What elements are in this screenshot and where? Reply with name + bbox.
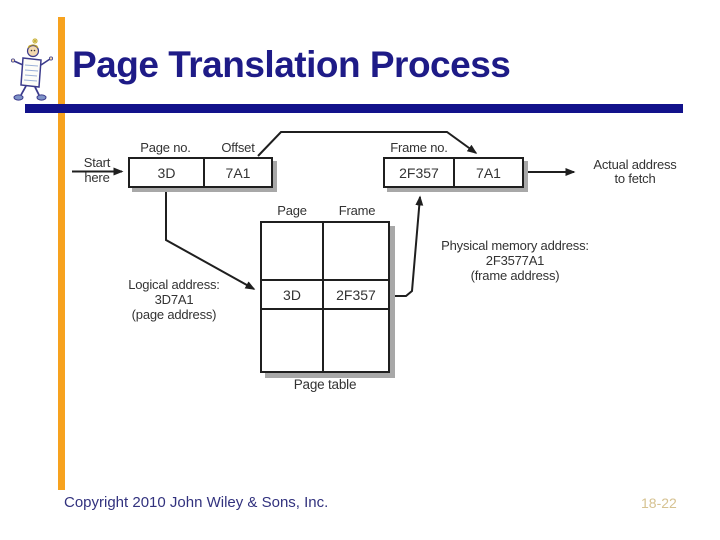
page-table-col-page: Page bbox=[277, 203, 307, 218]
page-number: 18-22 bbox=[641, 495, 677, 511]
table-cell bbox=[262, 310, 324, 371]
table-cell: 2F357 bbox=[324, 281, 388, 310]
table-cell: 3D bbox=[262, 281, 324, 310]
page-title: Page Translation Process bbox=[72, 44, 511, 85]
physical-address-box: 2F357 7A1 bbox=[383, 157, 524, 188]
page-table-caption: Page table bbox=[293, 377, 357, 392]
table-cell bbox=[324, 223, 388, 281]
page-table: 3D 2F357 bbox=[260, 221, 390, 373]
title-rule bbox=[25, 104, 683, 113]
frame-no-value: 2F357 bbox=[399, 164, 439, 181]
pageno-to-table-connector bbox=[165, 189, 256, 290]
offset-value: 7A1 bbox=[203, 159, 271, 186]
page-no-value: 3D bbox=[157, 164, 176, 181]
offset-label: Offset bbox=[221, 140, 255, 155]
page-no-label: Page no. bbox=[140, 140, 191, 155]
accent-bar bbox=[58, 17, 65, 490]
start-here-label: Start here bbox=[83, 155, 111, 185]
logical-address-box: 3D 7A1 bbox=[128, 157, 273, 188]
actual-address-label: Actual address to fetch bbox=[593, 157, 677, 186]
table-cell bbox=[324, 310, 388, 371]
frame-no-label: Frame no. bbox=[390, 140, 448, 155]
physical-address-annotation: Physical memory address: 2F3577A1 (frame… bbox=[441, 238, 589, 283]
logical-address-annotation: Logical address: 3D7A1 (page address) bbox=[128, 277, 220, 322]
table-cell bbox=[262, 223, 324, 281]
walking-page-mascot-icon bbox=[11, 38, 54, 101]
copyright-text: Copyright 2010 John Wiley & Sons, Inc. bbox=[64, 494, 329, 511]
frame-offset-value: 7A1 bbox=[453, 159, 522, 186]
page-table-col-frame: Frame bbox=[338, 203, 376, 218]
